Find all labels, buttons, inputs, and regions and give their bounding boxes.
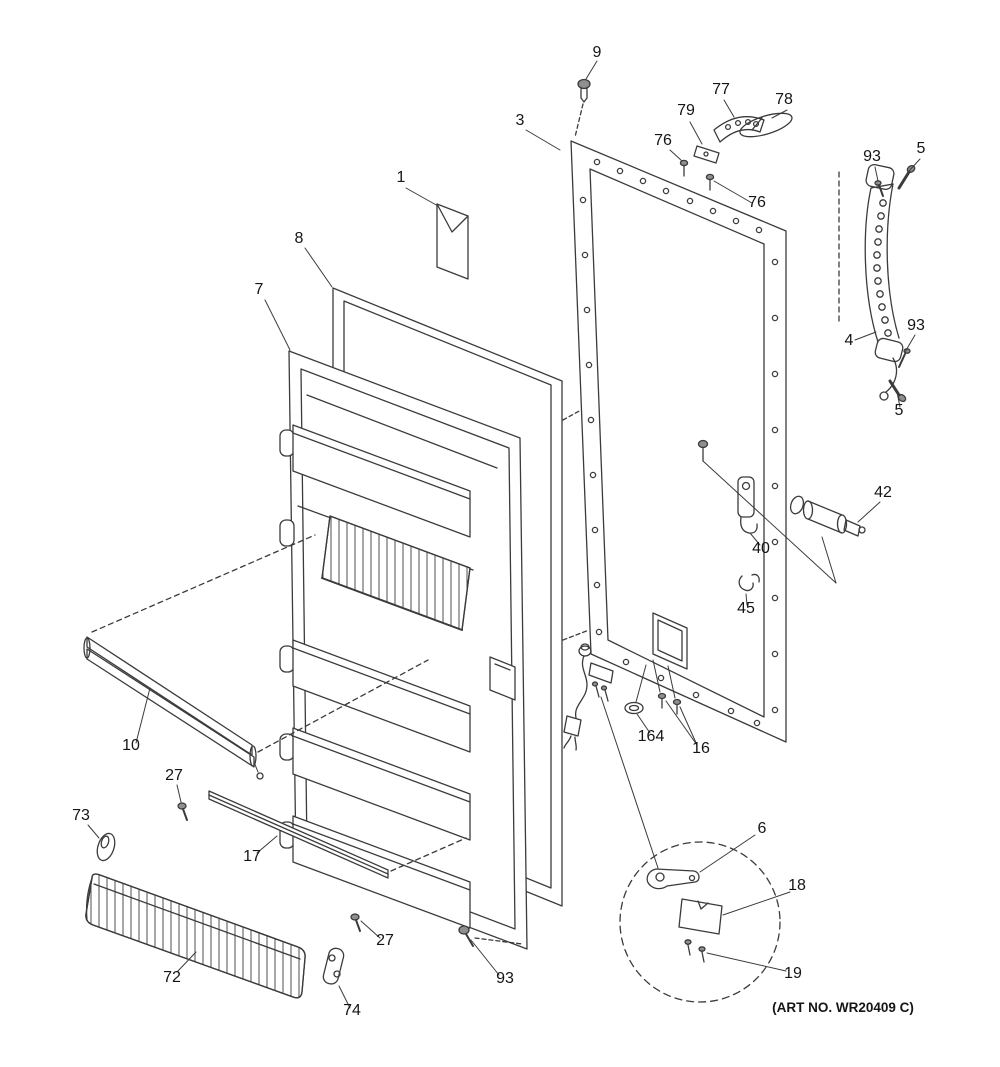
callout-5-mid: 5	[895, 402, 904, 419]
door-bin-3	[292, 727, 471, 841]
screw-27-left	[177, 802, 188, 821]
trim-strip	[208, 790, 467, 879]
door-screw-holes	[579, 158, 779, 727]
door-stop-40	[737, 476, 758, 534]
screw-27-bottom	[350, 913, 361, 932]
art-number: (ART NO. WR20409 C)	[772, 1000, 914, 1015]
screw-93-top	[874, 180, 884, 197]
leader-lines	[87, 60, 921, 1009]
screws-16	[652, 659, 682, 715]
instruction-card	[436, 203, 469, 280]
door-bin-1	[292, 424, 471, 538]
hinge-lever-6	[646, 868, 700, 890]
clip-45	[738, 573, 760, 592]
liner-latch-recess	[489, 656, 516, 701]
door-stop-parts	[697, 439, 866, 592]
callout-78: 78	[775, 91, 793, 108]
callout-10: 10	[122, 737, 140, 754]
callout-8: 8	[295, 230, 304, 247]
callout-1: 1	[397, 169, 406, 186]
callout-79: 79	[677, 102, 695, 119]
callout-6: 6	[758, 820, 767, 837]
callout-45: 45	[737, 600, 755, 617]
callout-72: 72	[163, 969, 181, 986]
screw-76-b	[705, 173, 715, 191]
callout-3: 3	[516, 112, 525, 129]
shelf-rail	[83, 534, 429, 780]
callout-16: 16	[692, 740, 710, 757]
callout-19: 19	[784, 965, 802, 982]
callout-76-a: 76	[654, 132, 672, 149]
inner-door-liner	[279, 350, 528, 950]
door-bin-2	[292, 639, 471, 753]
hinge-cover-parts	[679, 112, 793, 191]
callout-4: 4	[845, 332, 854, 349]
callout-93-bottom: 93	[496, 970, 514, 987]
hinge-plate-18	[678, 898, 723, 935]
bin-mount-tabs	[279, 429, 295, 849]
screw-76-a	[679, 159, 689, 177]
grommet-164	[624, 664, 647, 715]
wire-harness	[563, 643, 659, 869]
callout-7: 7	[255, 281, 264, 298]
callout-77: 77	[712, 81, 730, 98]
callout-40: 40	[752, 540, 770, 557]
screw-9	[574, 78, 591, 138]
handle-holes	[873, 199, 892, 337]
screw-40-assembly	[697, 439, 837, 584]
callout-76-b: 76	[748, 194, 766, 211]
callout-93-top: 93	[863, 148, 881, 165]
callout-18: 18	[788, 877, 806, 894]
callout-93-mid: 93	[907, 317, 925, 334]
bracket-74	[322, 947, 345, 985]
door-handle	[838, 164, 916, 403]
callout-74: 74	[343, 1002, 361, 1019]
screw-93-bottom	[458, 925, 523, 947]
toe-grille	[85, 873, 306, 999]
callout-27-a: 27	[165, 767, 183, 784]
hinge-cover-78	[739, 112, 793, 138]
callout-5-top: 5	[917, 140, 926, 157]
callout-164: 164	[638, 728, 665, 745]
callout-labels: 9 3 1 8 7 76 79 77 78 76 93 5 4 93 5 42 …	[72, 44, 925, 1019]
clip-73	[96, 832, 116, 862]
screw-5-top	[897, 164, 916, 190]
callout-42: 42	[874, 484, 892, 501]
hinge-plate-79	[693, 145, 720, 164]
callout-9: 9	[593, 44, 602, 61]
hinge-detail	[619, 841, 781, 1003]
wire-basket	[297, 505, 474, 631]
outer-door-panel	[570, 140, 787, 743]
plug-42	[789, 495, 866, 537]
screws-19	[684, 939, 706, 963]
callout-17: 17	[243, 848, 261, 865]
callout-27-b: 27	[376, 932, 394, 949]
hinge-bracket-77	[713, 116, 765, 143]
callout-73: 73	[72, 807, 90, 824]
